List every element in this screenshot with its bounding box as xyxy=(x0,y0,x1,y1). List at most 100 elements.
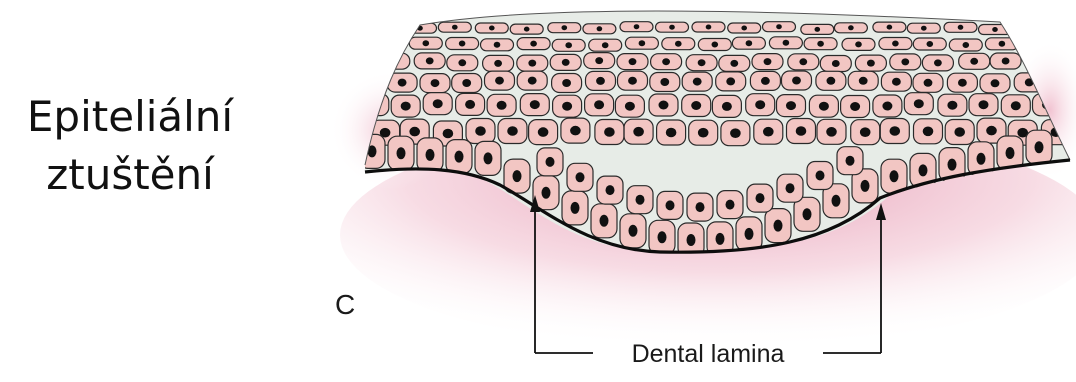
cell-nucleus xyxy=(484,152,493,164)
cell-nucleus xyxy=(666,200,675,210)
cell-nucleus xyxy=(669,25,675,30)
cell-nucleus xyxy=(1011,101,1021,110)
cell-nucleus xyxy=(398,79,407,87)
cell-nucleus xyxy=(892,78,901,86)
cell-nucleus xyxy=(629,58,637,65)
cell-nucleus xyxy=(604,127,615,137)
cell-nucleus xyxy=(659,101,669,110)
cell-nucleus xyxy=(887,25,893,30)
cell-nucleus xyxy=(562,102,572,111)
cell-nucleus xyxy=(431,79,440,87)
cell-nucleus xyxy=(687,234,696,246)
cell-nucleus xyxy=(783,40,790,46)
cell-nucleus xyxy=(882,102,892,111)
cell-nucleus xyxy=(594,100,604,109)
cell-nucleus xyxy=(606,185,615,195)
cell-nucleus xyxy=(892,41,899,47)
cell-nucleus xyxy=(495,77,504,85)
cell-nucleus xyxy=(462,79,471,87)
cell-nucleus xyxy=(745,228,754,240)
cell-nucleus xyxy=(497,101,507,110)
cell-nucleus xyxy=(595,57,603,64)
cell-nucleus xyxy=(530,41,537,47)
cell-nucleus xyxy=(494,42,501,48)
cell-nucleus xyxy=(774,220,783,232)
cell-nucleus xyxy=(901,58,909,65)
cell-nucleus xyxy=(459,41,466,47)
cell-nucleus xyxy=(763,127,774,137)
cell-nucleus xyxy=(979,100,989,109)
cell-nucleus xyxy=(530,100,540,109)
cell-nucleus xyxy=(819,102,829,111)
cell-nucleus xyxy=(860,127,871,137)
dental-lamina-label: Dental lamina xyxy=(632,340,785,368)
cell-nucleus xyxy=(764,58,772,65)
cell-nucleus xyxy=(465,100,475,109)
cell-nucleus xyxy=(927,41,934,47)
cell-nucleus xyxy=(914,99,924,108)
cell-nucleus xyxy=(524,27,530,32)
cell-nucleus xyxy=(796,126,807,136)
cell-nucleus xyxy=(397,147,406,159)
cell-nucleus xyxy=(832,60,840,67)
cell-nucleus xyxy=(528,60,536,67)
cell-nucleus xyxy=(675,41,682,47)
cell-nucleus xyxy=(741,26,747,31)
cell-nucleus xyxy=(507,126,518,136)
cell-nucleus xyxy=(746,40,753,46)
cell-nucleus xyxy=(799,58,807,65)
cell-nucleus xyxy=(832,195,841,207)
cell-nucleus xyxy=(999,41,1006,47)
cell-nucleus xyxy=(977,153,986,165)
cell-nucleus xyxy=(546,157,555,167)
cell-nucleus xyxy=(786,101,796,110)
cell-nucleus xyxy=(826,127,837,137)
cell-nucleus xyxy=(636,195,645,205)
cell-nucleus xyxy=(443,129,454,139)
cell-nucleus xyxy=(958,25,964,30)
cell-nucleus xyxy=(401,102,411,111)
cell-nucleus xyxy=(562,25,568,30)
cell-nucleus xyxy=(992,27,998,32)
cell-nucleus xyxy=(716,233,725,245)
cell-nucleus xyxy=(991,79,1000,87)
cell-nucleus xyxy=(958,79,967,87)
cell-nucleus xyxy=(859,77,868,85)
cell-nucleus xyxy=(597,26,603,31)
cell-nucleus xyxy=(565,42,572,48)
cell-nucleus xyxy=(726,200,735,210)
cell-nucleus xyxy=(570,126,581,136)
cell-nucleus xyxy=(458,59,466,66)
cell-nucleus xyxy=(855,41,862,47)
cell-nucleus xyxy=(452,25,458,30)
cell-nucleus xyxy=(761,77,770,85)
cell-nucleus xyxy=(730,128,741,138)
cell-nucleus xyxy=(696,202,705,212)
cell-nucleus xyxy=(815,27,821,32)
cell-nucleus xyxy=(602,42,609,48)
cell-nucleus xyxy=(698,59,706,66)
cell-nucleus xyxy=(423,40,430,46)
cell-nucleus xyxy=(625,102,635,111)
cell-nucleus xyxy=(846,156,855,166)
cell-nucleus xyxy=(970,58,978,65)
panel-letter: C xyxy=(335,289,355,320)
cell-nucleus xyxy=(494,60,502,67)
cell-nucleus xyxy=(730,60,738,67)
cell-nucleus xyxy=(827,77,836,85)
cell-nucleus xyxy=(861,180,870,192)
epithelial-cell xyxy=(379,53,410,69)
cell-nucleus xyxy=(934,59,942,66)
cell-nucleus xyxy=(1035,141,1044,153)
cell-nucleus xyxy=(722,102,732,111)
cell-nucleus xyxy=(666,128,677,138)
cell-nucleus xyxy=(792,77,801,85)
cell-nucleus xyxy=(576,172,585,182)
cell-nucleus xyxy=(921,26,927,31)
cell-nucleus xyxy=(698,128,709,138)
cell-nucleus xyxy=(658,231,667,243)
cell-nucleus xyxy=(848,25,854,30)
cell-nucleus xyxy=(542,187,551,199)
cell-nucleus xyxy=(890,126,901,136)
cell-nucleus xyxy=(634,24,640,29)
